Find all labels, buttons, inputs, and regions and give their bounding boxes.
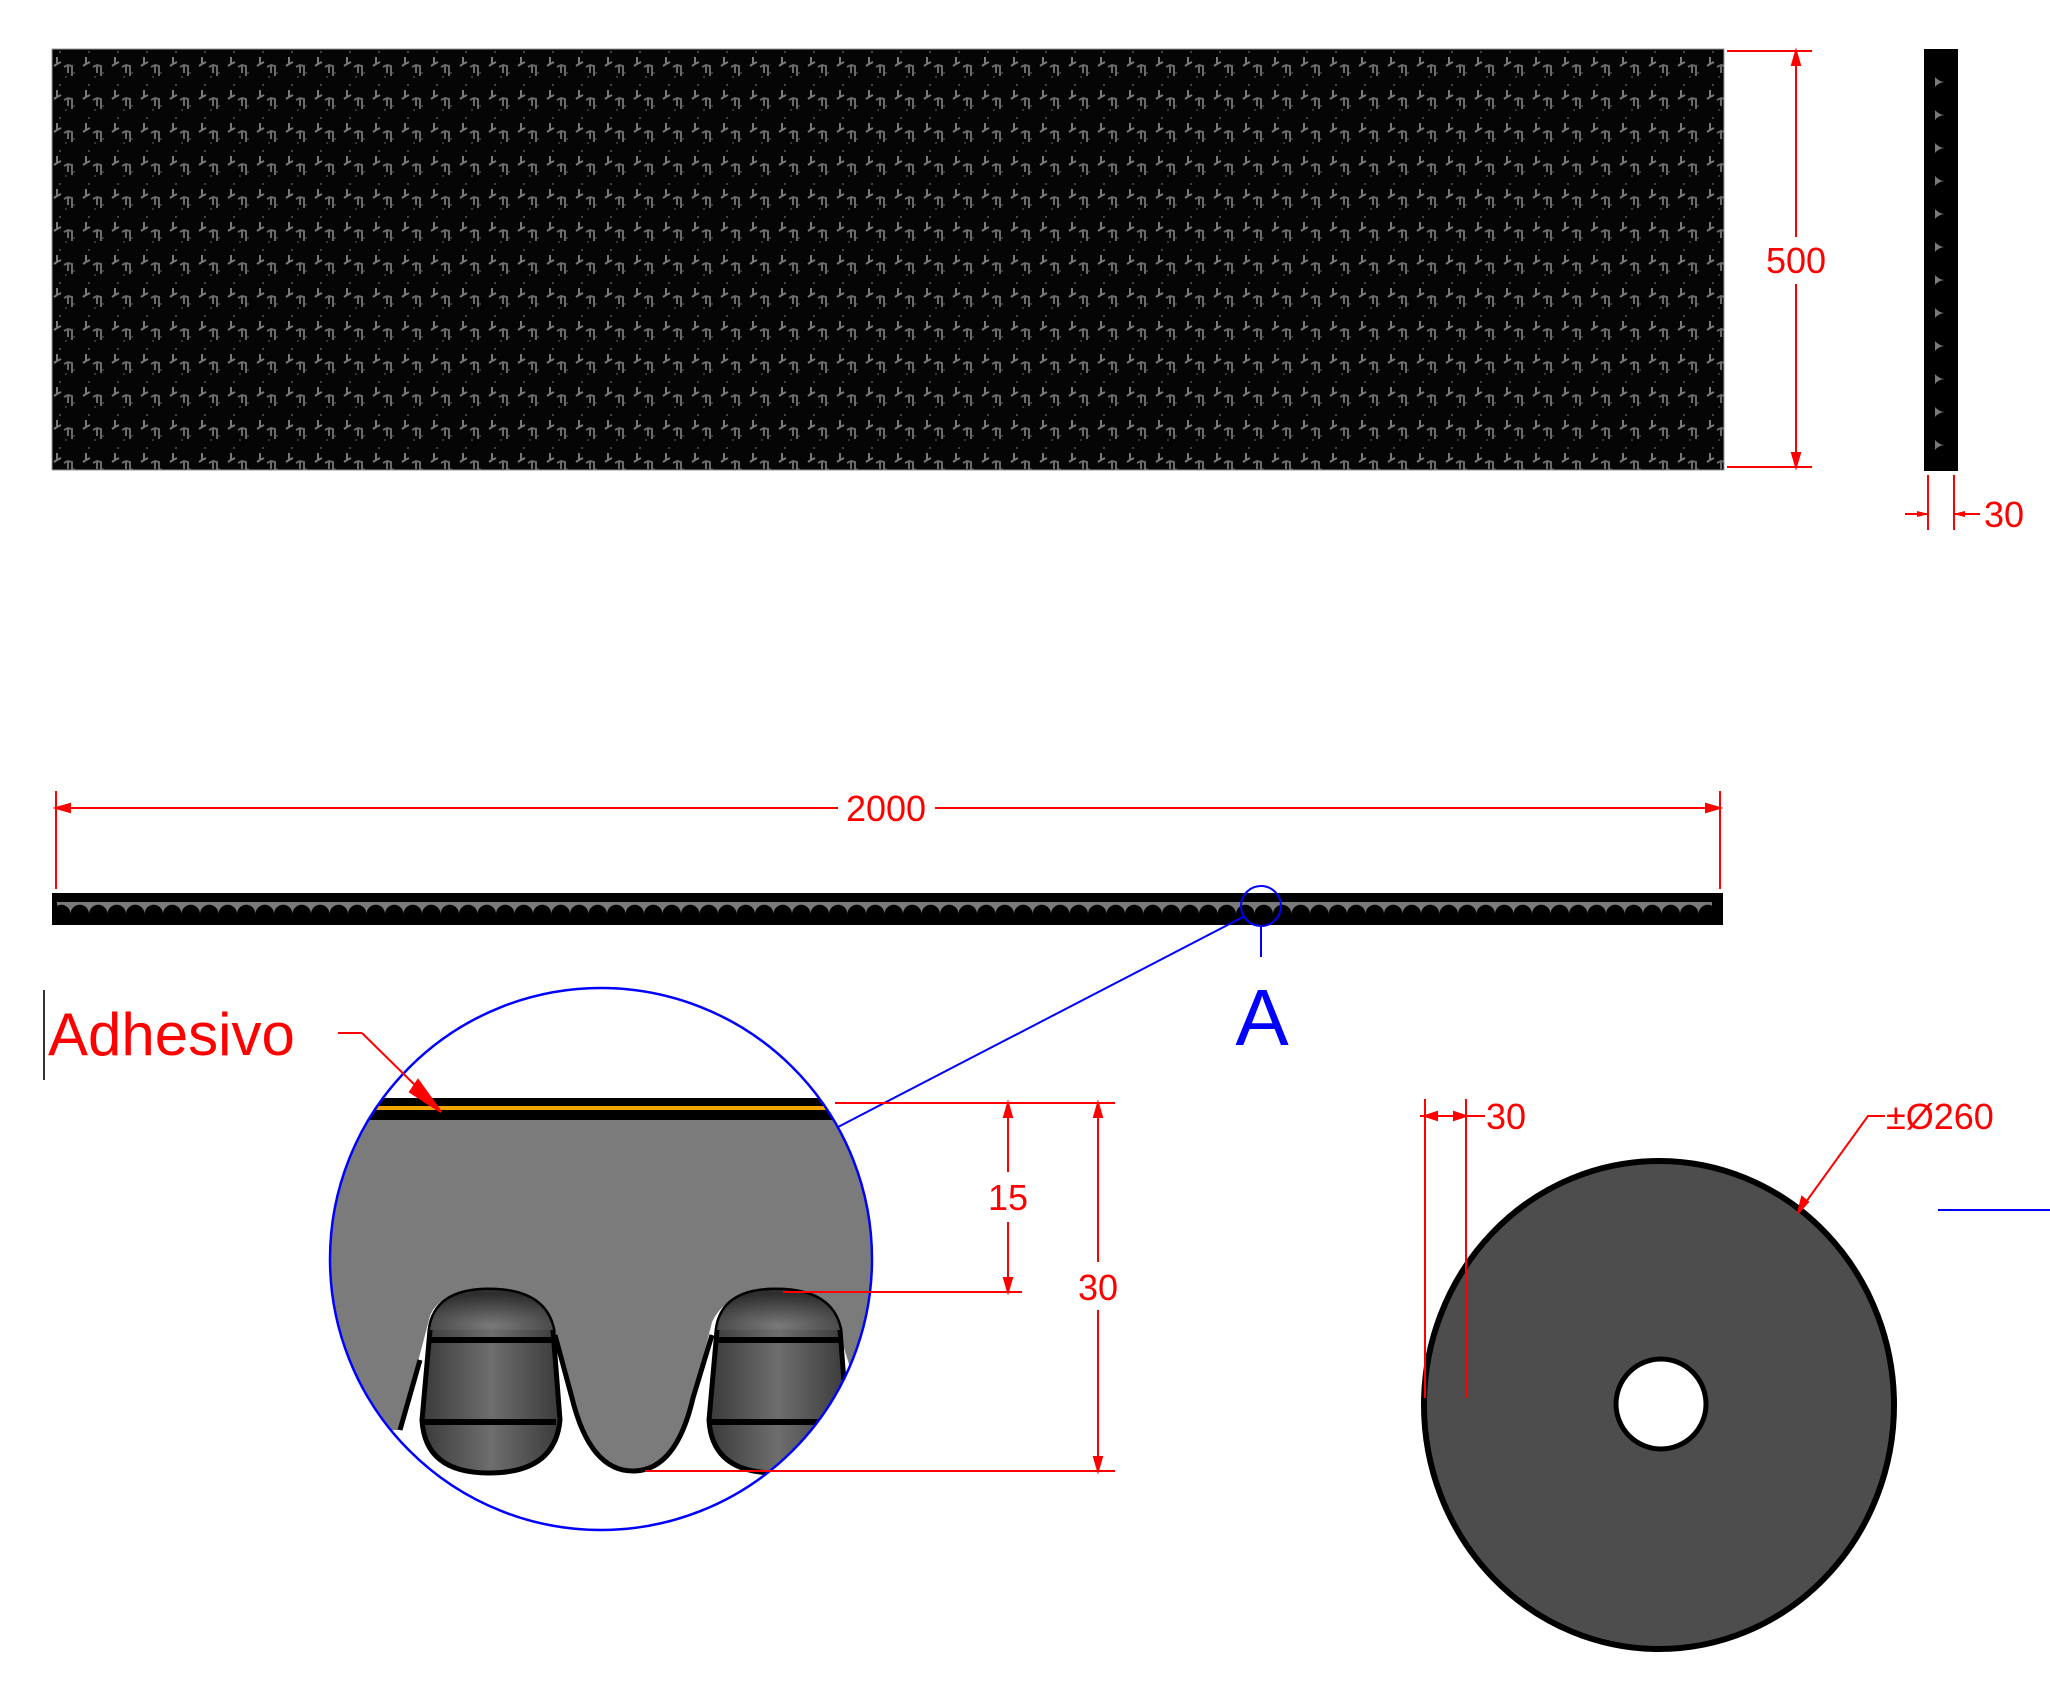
dimension-label-side-30: 30 (1984, 494, 2024, 535)
dimension-disc (1420, 1099, 1885, 1398)
dimension-side-30 (1905, 475, 1980, 530)
front-backing (52, 893, 1723, 902)
dimension-detail (645, 1099, 1115, 1475)
side-view (1924, 49, 1958, 471)
side-backing (1924, 49, 1935, 471)
top-view (51, 48, 1725, 471)
adhesive-label: Adhesivo (48, 1001, 295, 1068)
dimension-label-15: 15 (988, 1177, 1028, 1218)
detail-adhesive-layer (331, 1106, 871, 1110)
disc-view (1421, 1158, 1897, 1652)
dimension-label-500: 500 (1766, 240, 1826, 281)
dimension-label-2000: 2000 (846, 788, 926, 829)
detail-marker-a (837, 885, 1282, 1128)
text-cursor (43, 990, 45, 1080)
dimension-label-detail-30: 30 (1078, 1267, 1118, 1308)
detail-marker-label: A (1235, 973, 1289, 1062)
detail-view (328, 986, 874, 1532)
detail-circle-outline (328, 986, 874, 1532)
dimension-label-disc-30: 30 (1486, 1096, 1526, 1137)
dimension-length-2000 (52, 791, 1724, 889)
disc-center-hole (1613, 1356, 1709, 1452)
panel-top-face (51, 48, 1725, 471)
front-view (52, 893, 1723, 925)
dimension-height-500 (1727, 47, 1812, 471)
adhesive-leader (338, 1032, 442, 1113)
dimension-label-disc-diameter: ±Ø260 (1886, 1096, 1994, 1137)
